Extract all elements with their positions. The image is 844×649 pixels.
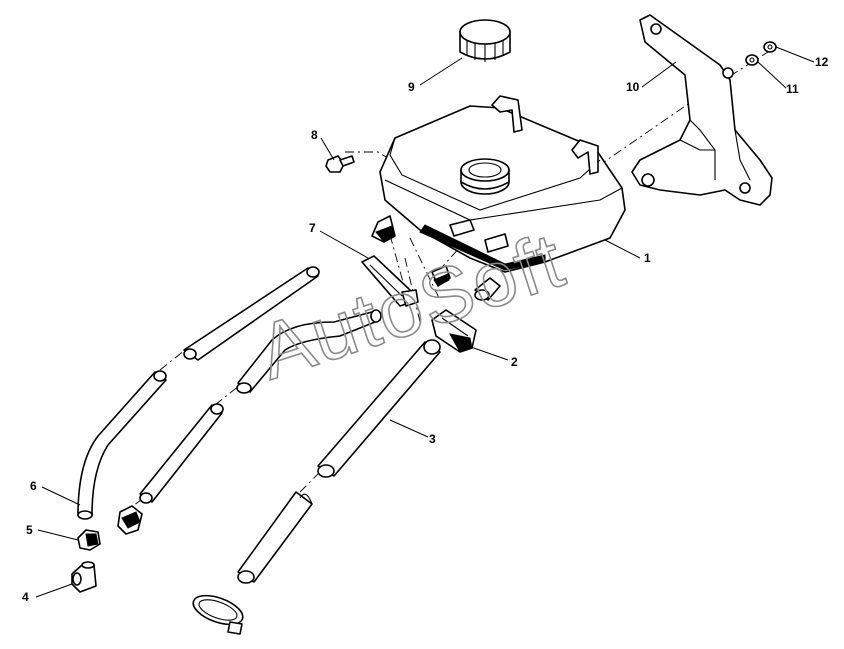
callout-4: 4 [22,590,29,604]
coolant-hose [117,309,382,535]
leader-lines [35,46,815,598]
callout-7: 7 [309,221,316,235]
nut [763,41,777,53]
hose-clip [431,265,451,287]
hose-clip [77,529,101,551]
hose-clamp [192,594,244,635]
callout-3: 3 [429,432,436,446]
callout-5: 5 [26,523,33,537]
washer [745,54,759,66]
large-coolant-hose [237,339,441,584]
bolt [325,155,355,173]
callout-2: 2 [511,355,518,369]
hose-clip [371,215,396,243]
callout-6: 6 [30,479,37,493]
coolant-hose [183,266,320,361]
callout-9: 9 [408,80,415,94]
callout-8: 8 [311,128,318,142]
callout-10: 10 [626,80,640,94]
callout-1: 1 [644,251,651,265]
expansion-tank [379,95,626,301]
mounting-bracket [631,14,773,206]
hose-clamp [431,309,477,353]
callout-12: 12 [815,55,829,69]
callout-11: 11 [786,82,799,96]
hose-clamp [361,255,419,307]
elbow-fitting [71,561,97,593]
coolant-hose [77,370,167,520]
filler-cap [459,19,511,62]
